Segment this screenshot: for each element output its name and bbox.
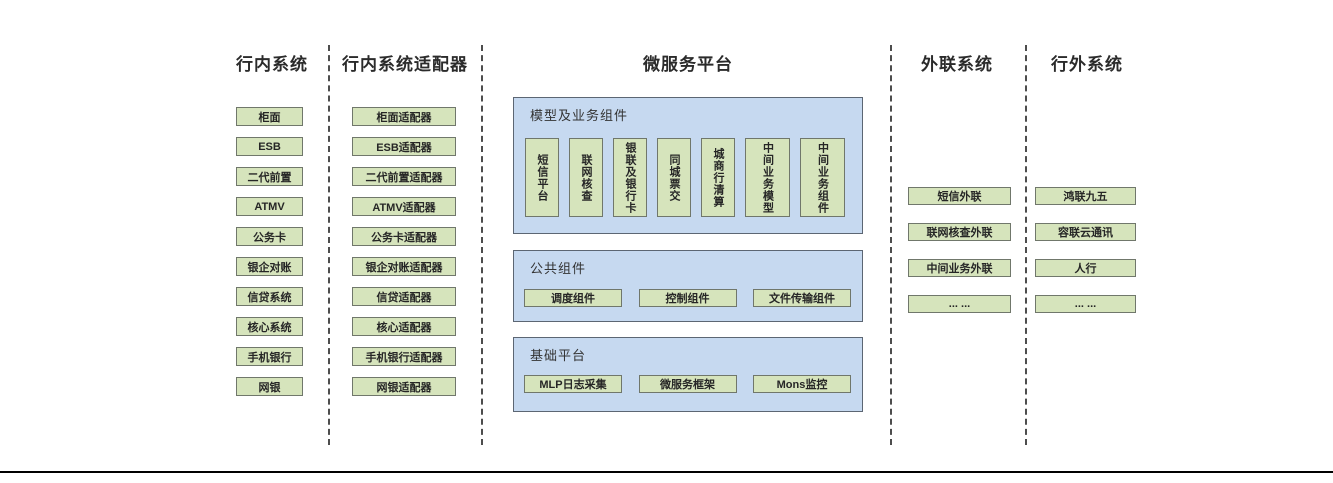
base-platform-box: MLP日志采集: [524, 375, 622, 393]
common-components-row: 调度组件控制组件文件传输组件: [524, 289, 851, 307]
common-component-box: 调度组件: [524, 289, 622, 307]
interconnect-systems-list: 短信外联联网核查外联中间业务外联 ... ...: [908, 187, 1011, 313]
internal-system-box: 银企对账: [236, 257, 303, 276]
internal-system-box: 核心系统: [236, 317, 303, 336]
adapter-box: 网银适配器: [352, 377, 456, 396]
adapter-box: ATMV适配器: [352, 197, 456, 216]
column-title-interconnect-systems: 外联系统: [921, 55, 993, 74]
bottom-rule: [0, 471, 1333, 473]
external-system-box: 容联云通讯: [1035, 223, 1136, 241]
internal-system-box: 公务卡: [236, 227, 303, 246]
interconnect-box: 短信外联: [908, 187, 1011, 205]
internal-system-box: ESB: [236, 137, 303, 156]
panel-model-components: 模型及业务组件 短信平台联网核查银联及银行卡同城票交城商行清算中间业务模型中间业…: [513, 97, 863, 234]
common-component-box: 控制组件: [638, 289, 737, 307]
internal-systems-list: 柜面 ESB 二代前置 ATMV 公务卡银企对账信贷系统核心系统手机银行网银: [236, 107, 303, 396]
adapter-box: 柜面适配器: [352, 107, 456, 126]
model-component-box: 中间业务模型: [745, 138, 790, 217]
adapter-box: 银企对账适配器: [352, 257, 456, 276]
column-title-internal-adapters: 行内系统适配器: [342, 55, 468, 74]
panel-title: 公共组件: [530, 261, 587, 276]
panel-title: 模型及业务组件: [530, 108, 629, 123]
external-systems-list: 鸿联九五容联云通讯人行 ... ...: [1035, 187, 1136, 313]
adapter-box: 核心适配器: [352, 317, 456, 336]
model-components-row: 短信平台联网核查银联及银行卡同城票交城商行清算中间业务模型中间业务组件: [525, 138, 845, 217]
column-divider: [481, 45, 483, 445]
model-component-box: 联网核查: [569, 138, 603, 217]
column-divider: [1025, 45, 1027, 445]
base-platform-row: MLP日志采集微服务框架 Mons监控: [524, 375, 851, 393]
interconnect-box: 联网核查外联: [908, 223, 1011, 241]
adapter-box: ESB适配器: [352, 137, 456, 156]
external-system-box: ... ...: [1035, 295, 1136, 313]
panel-base-platform: 基础平台 MLP日志采集微服务框架 Mons监控: [513, 337, 863, 412]
base-platform-box: Mons监控: [753, 375, 851, 393]
column-divider: [328, 45, 330, 445]
model-component-box: 同城票交: [657, 138, 691, 217]
panel-common-components: 公共组件 调度组件控制组件文件传输组件: [513, 250, 863, 322]
internal-system-box: ATMV: [236, 197, 303, 216]
adapter-box: 公务卡适配器: [352, 227, 456, 246]
internal-system-box: 手机银行: [236, 347, 303, 366]
panel-title: 基础平台: [530, 348, 587, 363]
adapter-box: 二代前置适配器: [352, 167, 456, 186]
column-title-microservice-platform: 微服务平台: [643, 55, 733, 74]
interconnect-box: 中间业务外联: [908, 259, 1011, 277]
model-component-box: 城商行清算: [701, 138, 735, 217]
common-component-box: 文件传输组件: [753, 289, 851, 307]
internal-system-box: 网银: [236, 377, 303, 396]
external-system-box: 人行: [1035, 259, 1136, 277]
adapter-box: 信贷适配器: [352, 287, 456, 306]
internal-system-box: 二代前置: [236, 167, 303, 186]
internal-system-box: 柜面: [236, 107, 303, 126]
internal-adapters-list: 柜面适配器 ESB适配器二代前置适配器 ATMV适配器公务卡适配器银企对账适配器信贷…: [352, 107, 456, 396]
column-title-internal-systems: 行内系统: [236, 55, 308, 74]
model-component-box: 银联及银行卡: [613, 138, 647, 217]
model-component-box: 短信平台: [525, 138, 559, 217]
model-component-box: 中间业务组件: [800, 138, 845, 217]
interconnect-box: ... ...: [908, 295, 1011, 313]
column-divider: [890, 45, 892, 445]
internal-system-box: 信贷系统: [236, 287, 303, 306]
column-title-external-systems: 行外系统: [1051, 55, 1123, 74]
external-system-box: 鸿联九五: [1035, 187, 1136, 205]
base-platform-box: 微服务框架: [638, 375, 737, 393]
adapter-box: 手机银行适配器: [352, 347, 456, 366]
